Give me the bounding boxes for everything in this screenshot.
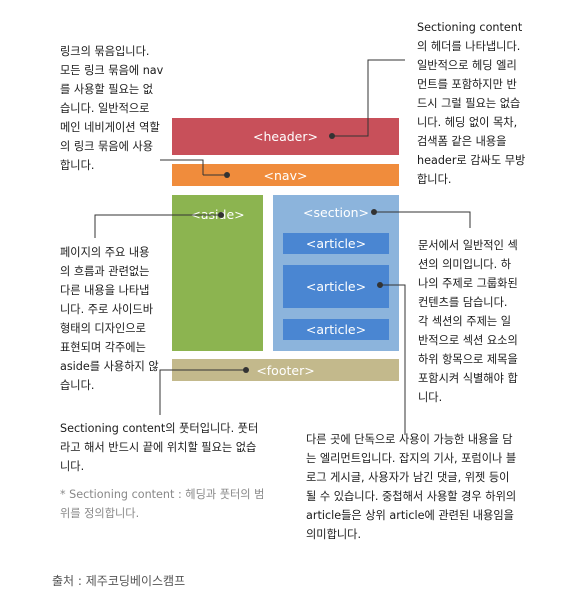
- nav-note: 링크의 묶음입니다. 모든 링크 묶음에 nav 를 사용할 필요는 없 습니다…: [60, 45, 164, 172]
- footer-note: Sectioning content의 풋터입니다. 풋터 라고 해서 반드시 …: [60, 422, 259, 473]
- source-credit: 출처 : 제주코딩베이스캠프: [52, 574, 186, 588]
- nav-box: <nav>: [172, 164, 399, 186]
- article-box-3: <article>: [283, 319, 389, 340]
- article-label-3: <article>: [305, 322, 367, 337]
- article-box-1: <article>: [283, 233, 389, 254]
- footer-box: <footer>: [172, 359, 399, 381]
- footer-subnote: * Sectioning content : 헤딩과 풋터의 범 위를 정의합니…: [60, 488, 265, 520]
- article-dot: [377, 282, 383, 288]
- aside-note: 페이지의 주요 내용 의 흐름과 관련없는 다른 내용을 나타냅 니다. 주로 …: [60, 246, 159, 392]
- article-label-2: <article>: [305, 279, 367, 294]
- footer-dot: [243, 367, 249, 373]
- section-label: <section>: [303, 205, 369, 220]
- header-label: <header>: [253, 129, 318, 144]
- nav-connector: [160, 159, 204, 175]
- aside-connector: [94, 214, 221, 238]
- header-connector: [332, 59, 405, 137]
- header-dot: [329, 133, 335, 139]
- section-connector: [374, 211, 471, 228]
- section-dot: [371, 209, 377, 215]
- footer-label: <footer>: [256, 362, 315, 378]
- article-label-1: <article>: [305, 236, 367, 251]
- aside-dot: [218, 212, 224, 218]
- header-note: Sectioning content 의 헤더를 나타냅니다. 일반적으로 헤딩…: [417, 21, 526, 186]
- section-note: 문서에서 일반적인 섹 션의 의미입니다. 하 나의 주제로 그룹화된 컨텐츠를…: [418, 239, 518, 404]
- footer-connector: [159, 369, 246, 415]
- nav-label: <nav>: [263, 167, 308, 183]
- article-box-2: <article>: [283, 265, 389, 308]
- article-note: 다른 곳에 단독으로 사용이 가능한 내용을 담 는 엘리먼트입니다. 잡지의 …: [306, 433, 517, 541]
- nav-dot: [224, 172, 230, 178]
- article-connector: [380, 284, 406, 435]
